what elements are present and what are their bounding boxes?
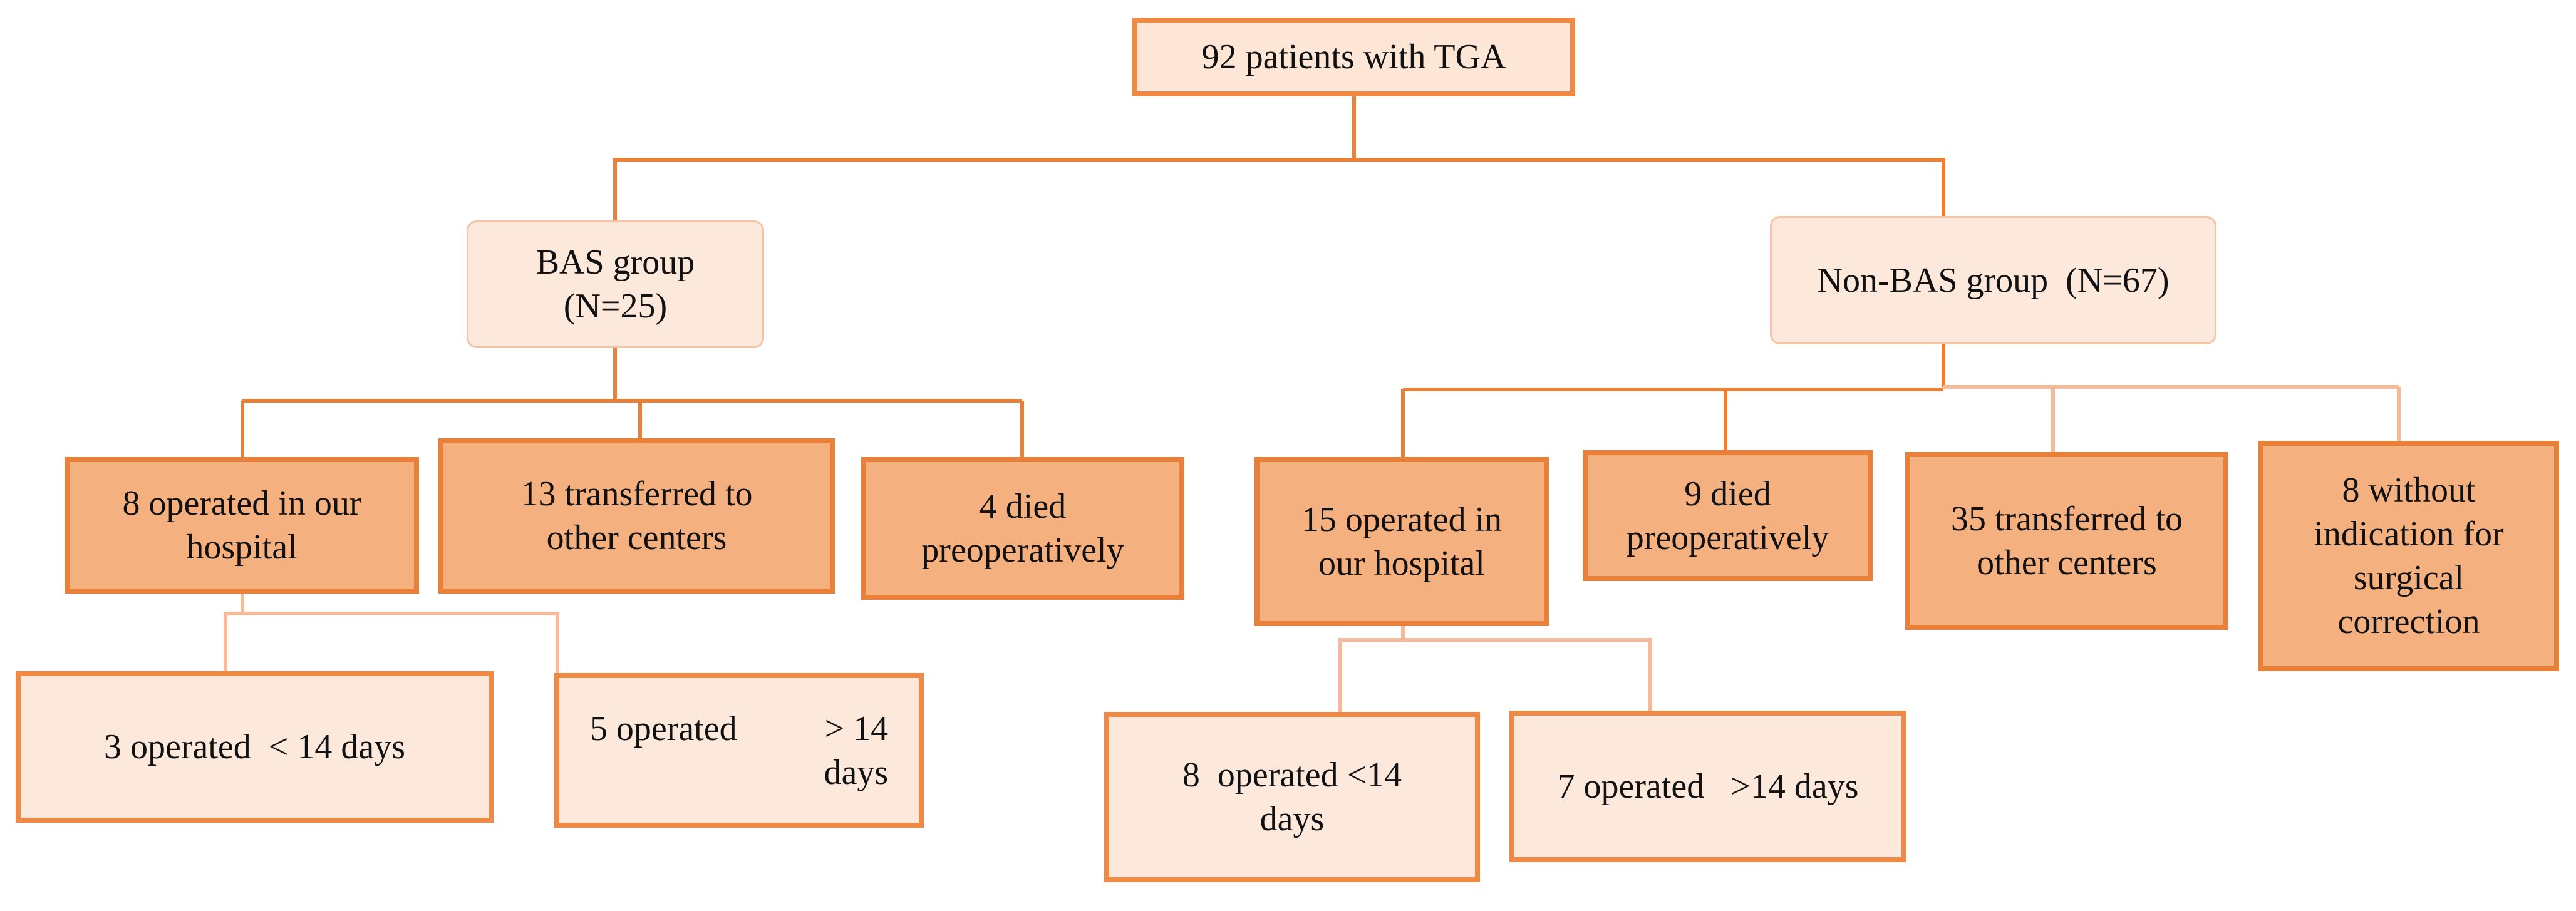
root-node: 92 patients with TGA bbox=[1132, 18, 1575, 96]
bas-group-node: BAS group (N=25) bbox=[467, 220, 764, 348]
connector-root-groups bbox=[613, 75, 1356, 222]
bas-outcome-operated-label: 8 operated in our hospital bbox=[122, 484, 361, 567]
connector-nonbas-sub-2 bbox=[1340, 638, 1652, 713]
nonbas-outcome-transferred-label: 35 transferred to other centers bbox=[1950, 500, 2183, 582]
nonbas-outcome-died-label: 9 died preoperatively bbox=[1626, 474, 1829, 557]
nonbas-sub-over14-label: 7 operated >14 days bbox=[1557, 767, 1859, 806]
nonbas-outcome-died: 9 died preoperatively bbox=[1583, 450, 1873, 581]
connector-root-nonbas bbox=[1354, 158, 1945, 218]
bas-outcome-transferred-label: 13 transferred to other centers bbox=[520, 475, 753, 557]
bas-sub-over14-label: 5 operated > 14 days bbox=[589, 709, 889, 792]
nonbas-sub-under14-label: 8 operated <14 days bbox=[1182, 756, 1402, 838]
bas-sub-under14-label: 3 operated < 14 days bbox=[103, 728, 405, 766]
connector-bas-sub-2 bbox=[242, 612, 559, 675]
nonbas-outcome-no-indication-label: 8 without indication for surgical correc… bbox=[2314, 471, 2504, 641]
bas-group-label: BAS group (N=25) bbox=[535, 243, 695, 326]
bas-outcome-transferred: 13 transferred to other centers bbox=[438, 438, 835, 594]
nonbas-group-node: Non-BAS group (N=67) bbox=[1770, 216, 2216, 344]
bas-outcome-died-label: 4 died preoperatively bbox=[921, 487, 1124, 570]
nonbas-sub-over14: 7 operated >14 days bbox=[1509, 711, 1906, 862]
bas-outcome-operated: 8 operated in our hospital bbox=[65, 457, 419, 594]
bas-outcome-died: 4 died preoperatively bbox=[861, 457, 1184, 600]
nonbas-sub-under14: 8 operated <14 days bbox=[1104, 712, 1480, 882]
bas-sub-under14: 3 operated < 14 days bbox=[16, 671, 494, 823]
nonbas-group-label: Non-BAS group (N=67) bbox=[1817, 260, 2170, 300]
root-label: 92 patients with TGA bbox=[1201, 38, 1506, 76]
nonbas-outcome-operated-label: 15 operated in our hospital bbox=[1301, 500, 1503, 583]
bas-sub-over14: 5 operated > 14 days bbox=[554, 673, 924, 828]
nonbas-outcome-operated: 15 operated in our hospital bbox=[1254, 457, 1549, 626]
nonbas-outcome-transferred: 35 transferred to other centers bbox=[1905, 452, 2228, 630]
nonbas-outcome-no-indication: 8 without indication for surgical correc… bbox=[2258, 441, 2559, 671]
